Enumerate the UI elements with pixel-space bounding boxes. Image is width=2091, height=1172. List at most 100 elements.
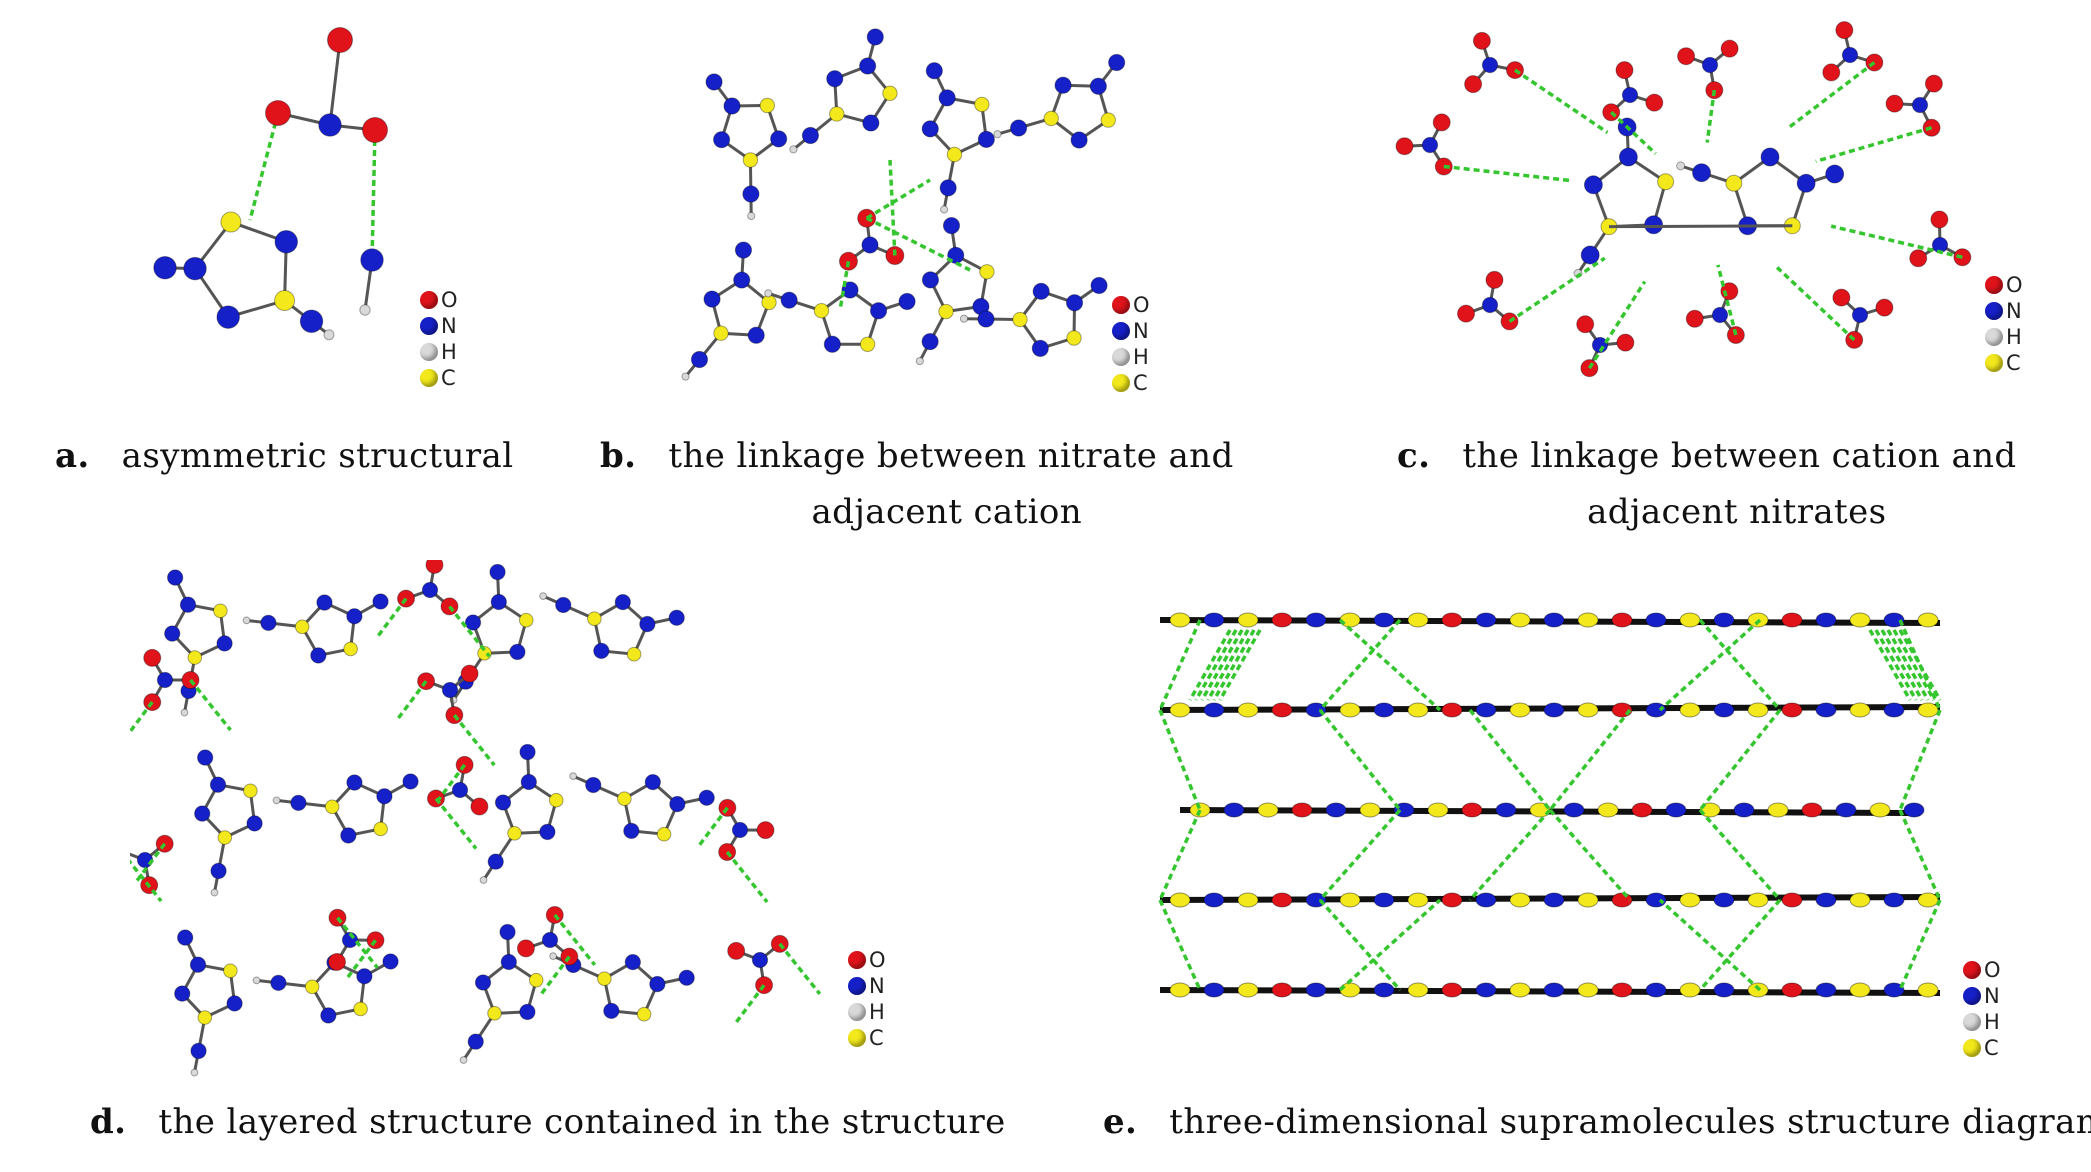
atom-n [520, 773, 537, 791]
atom-n [555, 596, 572, 614]
hydrogen-bond [1815, 126, 1933, 164]
atom-n [1841, 46, 1859, 64]
atom-n [780, 291, 798, 309]
hydrogen-bond [189, 678, 232, 732]
atom-c [1066, 330, 1082, 346]
hydrogen-bond [1868, 629, 1912, 701]
legend-item-h: H [848, 999, 918, 1025]
atom-c [1257, 802, 1279, 818]
legend-label: C [2006, 351, 2021, 375]
hydrogen-bond [888, 159, 897, 256]
atom-n [1760, 147, 1780, 167]
atom-n [1054, 76, 1072, 94]
atom-c [1657, 173, 1675, 191]
hydrogen-bond [1200, 629, 1244, 701]
atom-n [340, 827, 357, 844]
legend-item-n: N [1963, 983, 2033, 1009]
atom-h [549, 952, 558, 961]
atom-n [1223, 802, 1245, 818]
legend-item-n: N [1112, 318, 1182, 344]
atom-n [474, 974, 492, 991]
atom-o [718, 798, 737, 817]
atom-o [1885, 94, 1904, 113]
atom-o [328, 952, 347, 971]
atom-n [260, 614, 277, 632]
atom-o [328, 908, 347, 927]
atom-c [1577, 702, 1599, 718]
atom-n [1645, 702, 1667, 718]
atom-n [382, 953, 399, 970]
hydrogen-bond [1830, 224, 1963, 259]
hydrogen-bond [248, 112, 280, 221]
atom-n [644, 773, 661, 791]
atom-n [1883, 612, 1905, 628]
atom-c [946, 146, 963, 163]
atom-c [1917, 982, 1939, 998]
atom-h [569, 772, 578, 781]
atom-n [519, 1003, 536, 1021]
atom-o [1441, 702, 1463, 718]
molecule-diagram-a [153, 27, 388, 341]
hydrogen-bond [1775, 266, 1856, 342]
atom-swatch-o [1985, 276, 2003, 294]
atom-swatch-o [848, 951, 866, 969]
atom-c [1237, 982, 1259, 998]
hydrogen-bond [448, 605, 491, 658]
hydrogen-bond [1892, 629, 1936, 701]
panel-e [1140, 560, 1960, 1100]
atom-o [727, 941, 746, 960]
atom-c [617, 791, 632, 807]
atom-c [1427, 802, 1449, 818]
atom-n [372, 593, 389, 610]
atom-n [194, 805, 211, 822]
legend-label: O [869, 948, 886, 972]
atom-n [490, 593, 507, 611]
atom-n [690, 350, 709, 369]
atom-h [940, 205, 949, 214]
atom-n [164, 625, 181, 642]
atom-c [1407, 982, 1429, 998]
atom-c [1100, 112, 1116, 128]
atom-n [1543, 982, 1565, 998]
atom-o [362, 117, 388, 143]
legend-label: O [1984, 958, 2001, 982]
atom-c [1407, 702, 1429, 718]
atom-c [220, 211, 242, 233]
atom-o [1677, 47, 1696, 66]
atom-n [723, 97, 741, 115]
atom-swatch-h [1112, 348, 1130, 366]
atom-n [316, 594, 333, 611]
panel-d [130, 560, 910, 1080]
atom-n [823, 335, 841, 353]
atom-o [1875, 298, 1894, 317]
hydrogen-bond [344, 939, 377, 982]
hydrogen-bond [553, 913, 597, 967]
layered-structure-diagram-d [130, 560, 822, 1077]
atom-n [499, 923, 516, 941]
atom-o [838, 251, 858, 271]
atom-c [217, 830, 233, 845]
covalent-bond [328, 39, 342, 126]
hydrogen-bond [1698, 708, 1782, 812]
atom-n [747, 326, 765, 344]
atom-n [318, 113, 342, 137]
atom-n [179, 596, 197, 613]
hydrogen-bond [1338, 618, 1442, 712]
atom-o [460, 664, 479, 683]
atom-n [1475, 892, 1497, 908]
atom-n [1618, 147, 1638, 167]
atom-swatch-h [420, 343, 438, 361]
caption-c: c.the linkage between cation and adjacen… [1397, 428, 2017, 540]
atom-c [223, 963, 238, 979]
atom-n [1851, 306, 1869, 324]
atom-n [1203, 612, 1225, 628]
legend-item-c: C [1985, 350, 2055, 376]
atom-n [1065, 294, 1084, 312]
legend-item-c: C [1963, 1035, 2033, 1061]
atom-o [470, 797, 489, 816]
caption-e: e.three-dimensional supramolecules struc… [1103, 1094, 2091, 1150]
atom-o [1781, 892, 1803, 908]
atom-o [327, 27, 353, 53]
atom-c [213, 603, 228, 619]
